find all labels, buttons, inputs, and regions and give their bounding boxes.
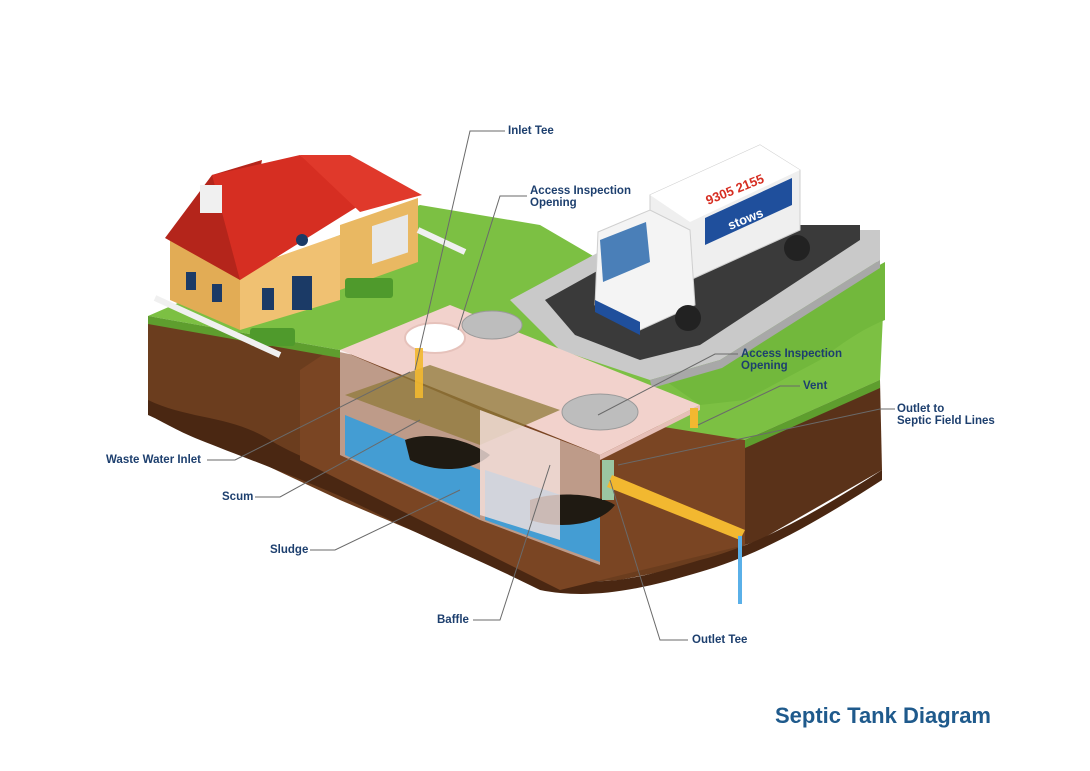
outlet-tee-pipe	[602, 460, 614, 500]
access-cover-mid	[561, 393, 639, 431]
window-side	[262, 288, 274, 310]
label-inlet-tee: Inlet Tee	[508, 125, 554, 137]
septic-tank	[340, 305, 745, 604]
roof-garage	[300, 155, 422, 212]
leader-lines	[207, 130, 895, 641]
label-outlet-tee: Outlet Tee	[692, 634, 748, 646]
fence-left	[153, 295, 282, 358]
truck-wheel-back	[784, 235, 810, 261]
tank-water-chamber1	[345, 415, 480, 518]
leader-vent	[697, 385, 800, 426]
leader-outlet-tee	[609, 479, 688, 641]
label-access-top-line1: Access Inspection	[530, 185, 631, 197]
inlet-opening-ring	[404, 322, 466, 354]
leader-access-mid	[597, 353, 738, 416]
leader-access-top	[457, 195, 527, 331]
label-outlet-septic-field: Outlet to Septic Field Lines	[897, 403, 995, 427]
outlet-field-pipe	[607, 475, 745, 540]
truck-tank-top	[650, 145, 800, 222]
drain-stream	[738, 536, 742, 604]
hedge	[345, 278, 393, 298]
attic-window	[296, 234, 308, 246]
leader-baffle	[473, 464, 551, 621]
house	[153, 155, 467, 358]
diagram-title: Septic Tank Diagram	[775, 703, 991, 728]
label-sludge: Sludge	[270, 544, 309, 556]
label-outlet-line2: Septic Field Lines	[897, 415, 995, 427]
leader-waste-water	[207, 371, 411, 461]
label-access-top-line2: Opening	[530, 197, 577, 209]
baffle-wall	[480, 410, 560, 540]
label-waste-water-inlet: Waste Water Inlet	[106, 454, 201, 466]
leader-scum	[255, 419, 421, 498]
service-truck: 9305 2155 stows	[594, 144, 810, 335]
door	[292, 276, 312, 310]
truck-wheel-front	[675, 305, 701, 331]
soil-front-right	[745, 380, 882, 545]
sidewalk-edge	[650, 260, 880, 388]
label-outlet-line1: Outlet to	[897, 403, 945, 415]
leader-inlet-tee	[414, 130, 505, 371]
tank-right-wall	[600, 405, 700, 460]
label-access-inspection-top: Access Inspection Opening	[530, 185, 631, 209]
truck-blue-panel	[705, 178, 792, 245]
label-access-mid-line2: Opening	[741, 360, 788, 372]
garage-door	[372, 214, 408, 265]
fence-right	[416, 227, 467, 255]
leader-outlet-field	[617, 408, 895, 466]
label-access-mid-line1: Access Inspection	[741, 348, 842, 360]
label-access-inspection-mid: Access Inspection Opening	[741, 348, 842, 372]
label-scum: Scum	[222, 491, 254, 503]
truck-windshield	[600, 222, 650, 282]
roof-main	[212, 155, 360, 280]
inlet-pipe-vertical	[415, 348, 423, 398]
label-vent: Vent	[803, 380, 828, 392]
access-cover-top	[461, 310, 523, 340]
hedge-small	[250, 328, 295, 346]
vent-pipe	[690, 408, 698, 428]
leader-sludge	[310, 489, 461, 551]
window-left-1	[186, 272, 196, 290]
truck-bumper	[595, 300, 640, 335]
label-baffle: Baffle	[437, 614, 469, 626]
sludge-layer	[405, 435, 490, 470]
chimney	[200, 185, 222, 213]
window-left-2	[212, 284, 222, 302]
